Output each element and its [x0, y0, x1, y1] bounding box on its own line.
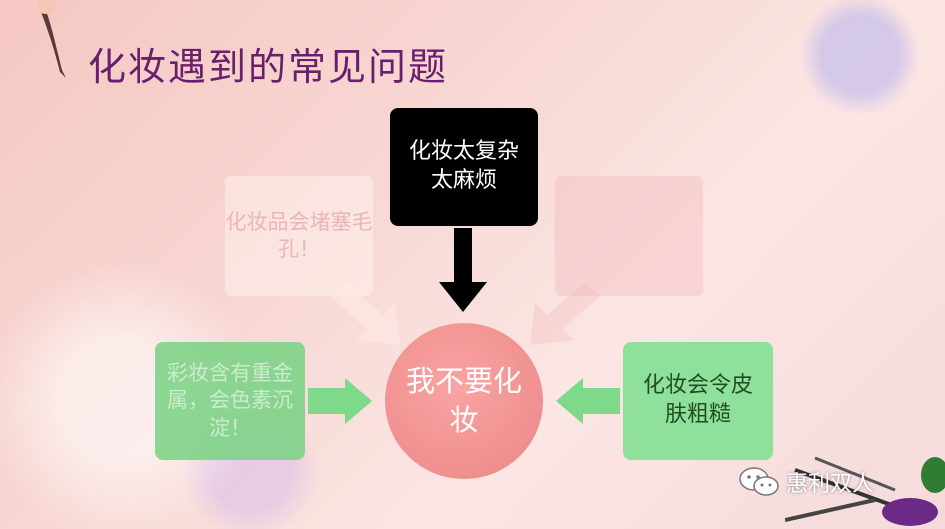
wechat-icon — [739, 467, 779, 496]
center-node: 我不要化妆 — [385, 323, 543, 479]
issue-text: 化妆太复杂太麻烦 — [408, 139, 519, 193]
arrow-right — [308, 378, 372, 424]
faded-arrow-left — [330, 282, 400, 345]
faded-arrow-right — [530, 282, 600, 345]
arrow-left — [556, 378, 620, 424]
issue-box-heavy-metals: 彩妆含有重金属，会色素沉淀！ — [155, 342, 305, 460]
center-text: 我不要化妆 — [405, 363, 522, 437]
watermark: 惠利双人 — [738, 466, 874, 498]
pen-icon — [38, 0, 66, 78]
page-title: 化妆遇到的常见问题 — [88, 45, 449, 89]
issue-box-rough-skin: 化妆会令皮肤粗糙 — [623, 342, 773, 460]
makeup-brushes-icon — [785, 456, 945, 526]
issue-box-too-complex: 化妆太复杂太麻烦 — [390, 108, 538, 226]
issue-text: 彩妆含有重金属，会色素沉淀！ — [167, 361, 293, 440]
faded-issue-text: 化妆品会堵塞毛孔！ — [225, 209, 373, 261]
issue-text: 化妆会令皮肤粗糙 — [642, 373, 753, 427]
faded-issue-box-left: 化妆品会堵塞毛孔！ — [225, 176, 373, 296]
watermark-text: 惠利双人 — [786, 472, 875, 497]
arrow-down — [439, 228, 487, 312]
faded-issue-box-right — [555, 176, 703, 296]
